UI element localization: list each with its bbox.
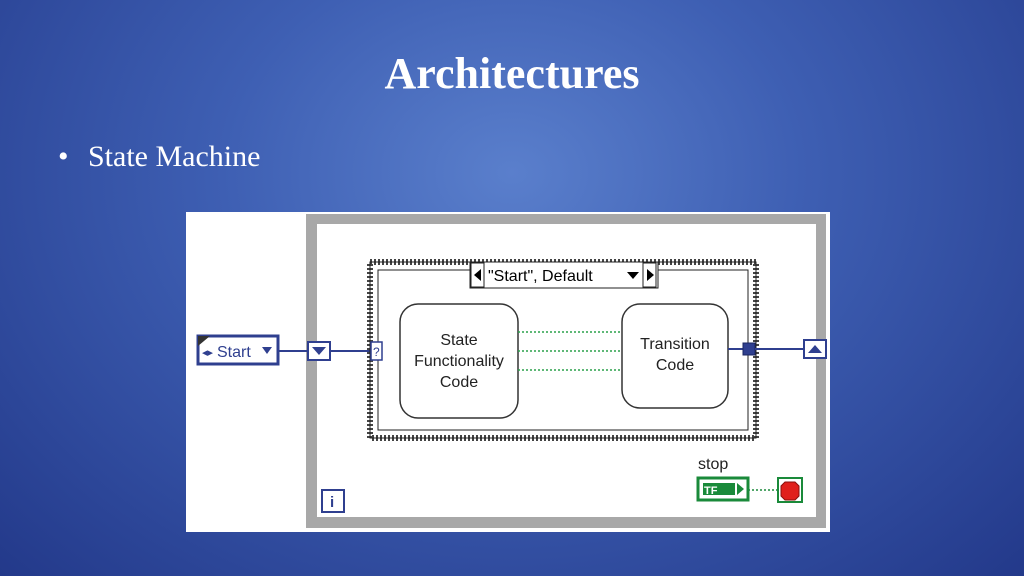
case-selector-label[interactable]: "Start", Default xyxy=(469,261,659,289)
iteration-icon: i xyxy=(330,494,334,511)
enum-constant-label: Start xyxy=(217,344,251,361)
selector-terminal-label: ? xyxy=(373,345,380,359)
bullet-dot-icon: • xyxy=(58,140,69,173)
transition-code-block: Transition Code xyxy=(621,303,729,409)
state-machine-diagram: ◂▸ Start "Start", Default xyxy=(186,212,830,532)
enum-arrows-icon: ◂▸ xyxy=(202,347,214,359)
slide-title: Architectures xyxy=(384,49,640,98)
bool-constant-label: TF xyxy=(704,485,718,497)
state-block-line-1: State xyxy=(440,332,477,349)
stop-sign-icon xyxy=(780,481,800,501)
iteration-terminal[interactable]: i xyxy=(321,489,345,513)
shift-register-down-arrow-icon xyxy=(312,347,326,355)
state-block-line-2: Functionality xyxy=(414,353,504,370)
stop-boolean-control[interactable]: TF xyxy=(696,476,750,502)
left-shift-register[interactable] xyxy=(307,341,331,361)
case-next-arrow-icon[interactable] xyxy=(647,269,654,281)
case-prev-arrow-icon[interactable] xyxy=(474,269,481,281)
case-selector-terminal[interactable]: ? xyxy=(370,341,383,361)
transition-block-line-2: Code xyxy=(656,357,694,374)
state-functionality-block: State Functionality Code xyxy=(399,303,519,419)
data-connections xyxy=(518,331,622,371)
stop-condition-terminal[interactable] xyxy=(777,477,803,503)
bullet-text: State Machine xyxy=(88,140,261,173)
enum-constant[interactable]: ◂▸ Start xyxy=(196,334,280,366)
diagram-canvas: ◂▸ Start "Start", Default xyxy=(196,214,827,528)
state-block-line-3: Code xyxy=(440,374,478,391)
bool-output-arrow-icon xyxy=(737,483,744,495)
output-tunnel[interactable] xyxy=(742,342,756,356)
case-selector-text: "Start", Default xyxy=(488,268,593,285)
shift-register-up-arrow-icon xyxy=(808,345,822,353)
stop-label: stop xyxy=(698,456,728,473)
case-dropdown-arrow-icon[interactable] xyxy=(627,272,639,279)
transition-block-line-1: Transition xyxy=(640,336,710,353)
right-shift-register[interactable] xyxy=(803,339,827,359)
bullet-item: • State Machine xyxy=(58,140,260,174)
